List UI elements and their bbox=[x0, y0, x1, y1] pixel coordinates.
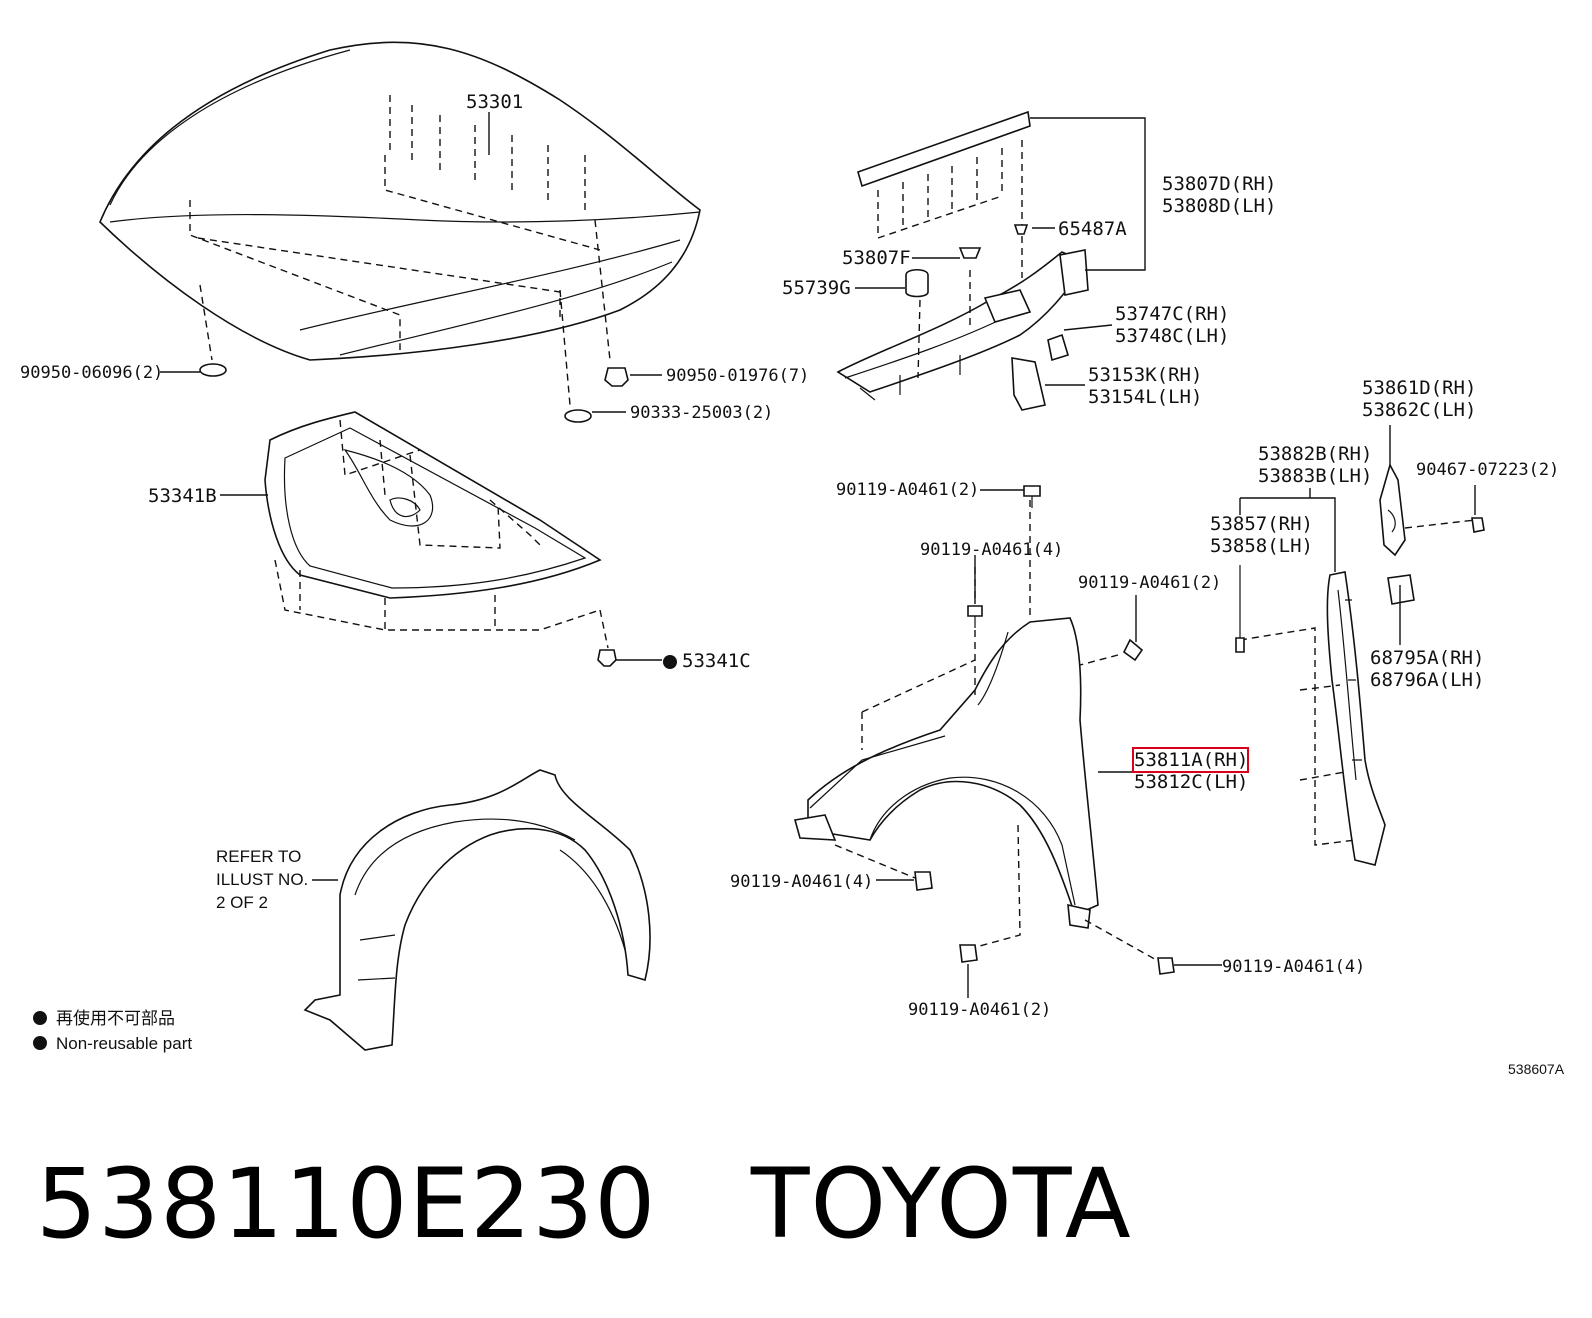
label-cowl-seal-rh[interactable]: 53807D(RH) bbox=[1162, 173, 1276, 195]
insulator-drawing bbox=[264, 411, 677, 669]
label-bolt-front[interactable]: 90119-A0461(4) bbox=[730, 872, 873, 892]
label-rear-seal-lh[interactable]: 53862C(LH) bbox=[1362, 399, 1476, 421]
fender-drawing bbox=[793, 485, 1175, 975]
label-pad-rh[interactable]: 68795A(RH) bbox=[1370, 647, 1484, 669]
refer-note-line3: 2 OF 2 bbox=[216, 893, 268, 912]
hood-drawing bbox=[99, 41, 701, 423]
label-protector-rh[interactable]: 53882B(RH) bbox=[1258, 443, 1372, 465]
label-cowl-retainer[interactable]: 53807F bbox=[842, 247, 911, 269]
label-pad-lh[interactable]: 68796A(LH) bbox=[1370, 669, 1484, 691]
label-fender-rh[interactable]: 53811A(RH) bbox=[1134, 749, 1248, 771]
label-insulator[interactable]: 53341B bbox=[148, 485, 217, 507]
label-bolt-top[interactable]: 90119-A0461(2) bbox=[836, 480, 979, 500]
label-cowl-seal2-rh[interactable]: 53153K(RH) bbox=[1088, 364, 1202, 386]
label-cowl-bracket-lh[interactable]: 53748C(LH) bbox=[1115, 325, 1229, 347]
label-bolt-bottom[interactable]: 90119-A0461(2) bbox=[908, 1000, 1051, 1020]
highlight-box bbox=[1132, 747, 1249, 773]
label-rear-nut[interactable]: 90467-07223(2) bbox=[1416, 460, 1559, 480]
label-hood-plug[interactable]: 90333-25003(2) bbox=[630, 403, 773, 423]
cowl-drawing bbox=[836, 110, 1089, 411]
refer-note-line2: ILLUST NO. bbox=[216, 870, 308, 889]
legend-chinese: 再使用不可部品 bbox=[56, 1008, 175, 1028]
label-insulator-clip[interactable]: 53341C bbox=[682, 650, 751, 672]
label-cowl-bracket-rh[interactable]: 53747C(RH) bbox=[1115, 303, 1229, 325]
label-liner-lh[interactable]: 53858(LH) bbox=[1210, 535, 1313, 557]
label-rear-seal-rh[interactable]: 53861D(RH) bbox=[1362, 377, 1476, 399]
illustration-number: 538607A bbox=[1508, 1061, 1565, 1077]
fender-liner-drawing bbox=[303, 769, 651, 1051]
label-cowl-cushion[interactable]: 55739G bbox=[782, 277, 851, 299]
part-number-title: 538110E230 TOYOTA bbox=[36, 1148, 1132, 1260]
label-hood[interactable]: 53301 bbox=[466, 91, 523, 113]
label-hood-clip[interactable]: 90950-01976(7) bbox=[666, 366, 809, 386]
leader-lines bbox=[33, 112, 1476, 1050]
label-fender-lh[interactable]: 53812C(LH) bbox=[1134, 771, 1248, 793]
protector-drawing bbox=[1235, 462, 1485, 866]
refer-note-line1: REFER TO bbox=[216, 847, 301, 866]
label-bolt-rear[interactable]: 90119-A0461(4) bbox=[1222, 957, 1365, 977]
label-protector-lh[interactable]: 53883B(LH) bbox=[1258, 465, 1372, 487]
label-hood-grommet[interactable]: 90950-06096(2) bbox=[20, 363, 163, 383]
label-liner-rh[interactable]: 53857(RH) bbox=[1210, 513, 1313, 535]
legend-english: Non-reusable part bbox=[56, 1034, 192, 1053]
label-cowl-clip[interactable]: 65487A bbox=[1058, 218, 1127, 240]
label-cowl-seal2-lh[interactable]: 53154L(LH) bbox=[1088, 386, 1202, 408]
label-cowl-seal-lh[interactable]: 53808D(LH) bbox=[1162, 195, 1276, 217]
label-bolt-mid[interactable]: 90119-A0461(4) bbox=[920, 540, 1063, 560]
label-bolt-right[interactable]: 90119-A0461(2) bbox=[1078, 573, 1221, 593]
